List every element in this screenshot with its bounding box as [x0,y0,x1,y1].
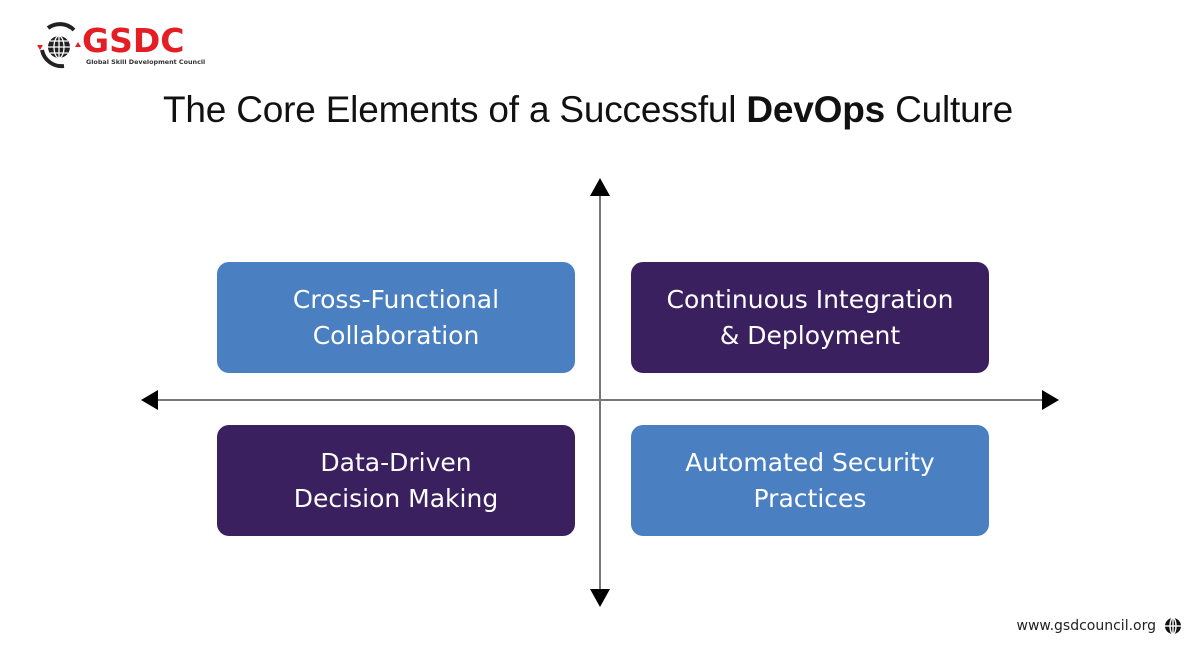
quadrant-line1: Cross-Functional [292,284,500,314]
quadrant-line1: Data-Driven [320,447,472,477]
gsdc-logo: GSDC Global Skill Development Council [34,20,206,72]
logo-brand: GSDC [82,21,185,60]
footer-url[interactable]: www.gsdcouncil.org [1016,618,1156,634]
footer: www.gsdcouncil.org [1017,617,1182,635]
arrow-right-icon [1042,390,1059,410]
title-emphasis: DevOps [746,89,886,130]
quadrant-line2: Decision Making [293,483,499,513]
title-suffix: Culture [885,89,1014,130]
quadrant-line2: Collaboration [312,320,480,350]
title-prefix: The Core Elements of a Successful [162,89,747,130]
quadrant-line2: Practices [753,483,867,513]
arrow-down-icon [590,589,610,607]
arrow-up-icon [590,178,610,196]
quadrant-line1: Continuous Integration [666,284,954,314]
logo-tagline: Global Skill Development Council [86,58,206,66]
globe-icon [1165,617,1181,635]
quadrant-top-right: Continuous Integration & Deployment [631,262,989,373]
page-title: The Core Elements of a Successful DevOps… [0,89,1176,131]
quadrant-line2: & Deployment [719,320,901,350]
arrow-left-icon [141,390,158,410]
quadrant-line1: Automated Security [685,447,935,477]
globe-icon [37,22,81,69]
